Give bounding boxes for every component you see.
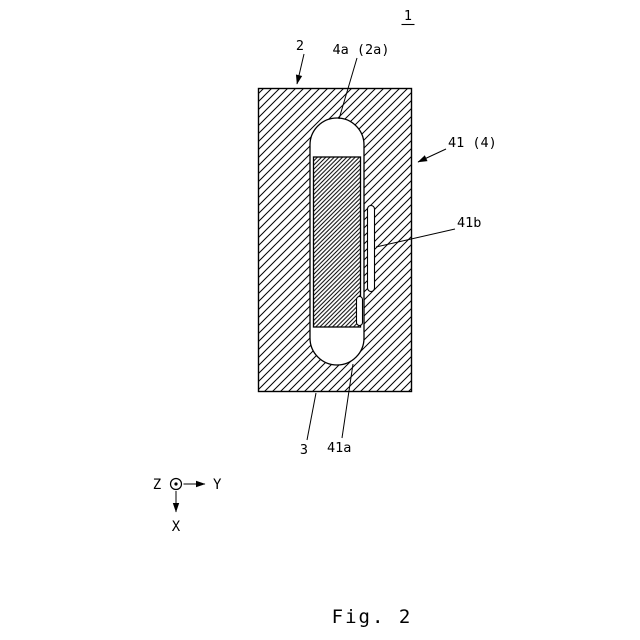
leader-line-2 — [295, 53, 305, 85]
leader-line-41 — [417, 148, 447, 163]
label-3: 3 — [300, 442, 308, 458]
label-41a: 41a — [327, 440, 351, 456]
z-axis-dot-icon — [174, 482, 178, 486]
label-41b: 41b — [457, 215, 481, 231]
label-41-4: 41 (4) — [448, 135, 497, 151]
component-3-hatched — [312, 156, 362, 328]
coordinate-axes: Z Y X — [153, 477, 222, 535]
label-4a-2a: 4a (2a) — [333, 42, 390, 58]
leader-line-3 — [306, 392, 317, 441]
label-2: 2 — [296, 38, 304, 54]
y-axis-label: Y — [213, 477, 222, 493]
x-axis-label: X — [172, 519, 181, 535]
figure-caption: Fig. 2 — [332, 606, 413, 628]
small-slot-bottom — [355, 295, 364, 327]
z-axis-label: Z — [153, 477, 161, 493]
label-overall-1: 1 — [404, 8, 412, 24]
leader-line-41a — [341, 363, 354, 439]
protrusion-41b — [366, 204, 376, 293]
leader-line-41b — [375, 228, 456, 248]
leader-line-4a — [338, 57, 358, 120]
